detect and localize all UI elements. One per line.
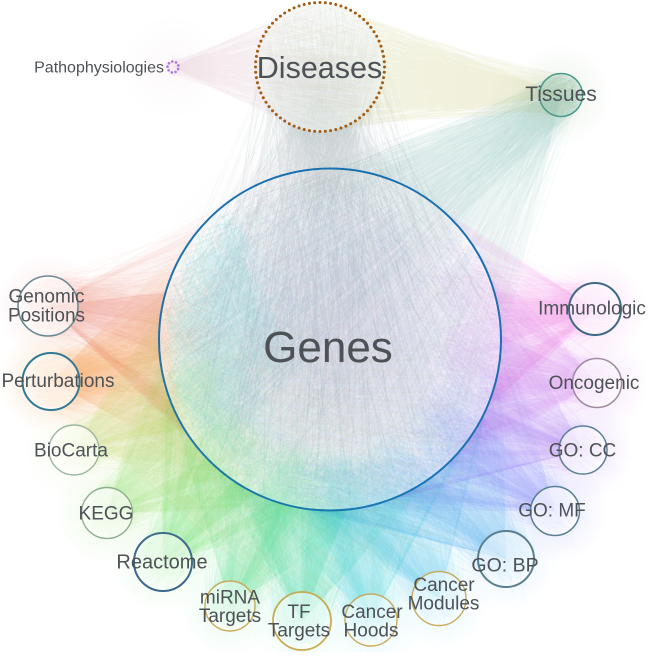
svg-text:Targets: Targets	[199, 606, 261, 627]
svg-text:Genomic: Genomic	[8, 287, 84, 308]
svg-text:Immunologic: Immunologic	[538, 298, 646, 319]
svg-text:TF: TF	[287, 602, 310, 623]
svg-text:Perturbations: Perturbations	[1, 371, 114, 392]
svg-text:KEGG: KEGG	[79, 504, 134, 525]
svg-text:Reactome: Reactome	[116, 552, 207, 574]
svg-text:BioCarta: BioCarta	[34, 441, 108, 462]
svg-text:Cancer: Cancer	[413, 575, 475, 596]
svg-text:Genes: Genes	[263, 323, 393, 372]
svg-text:Hoods: Hoods	[344, 621, 399, 642]
svg-text:Pathophysiologies: Pathophysiologies	[34, 60, 164, 77]
svg-text:Tissues: Tissues	[525, 83, 597, 106]
svg-text:GO: BP: GO: BP	[471, 554, 538, 576]
svg-text:Modules: Modules	[408, 593, 480, 614]
svg-text:Diseases: Diseases	[257, 51, 382, 85]
svg-text:Cancer: Cancer	[341, 602, 403, 623]
svg-text:Targets: Targets	[268, 621, 330, 642]
svg-text:GO: CC: GO: CC	[549, 441, 617, 462]
svg-text:GO: MF: GO: MF	[518, 501, 586, 522]
svg-text:Oncogenic: Oncogenic	[549, 373, 640, 394]
svg-text:miRNA: miRNA	[200, 587, 260, 608]
svg-text:Positions: Positions	[8, 305, 85, 326]
